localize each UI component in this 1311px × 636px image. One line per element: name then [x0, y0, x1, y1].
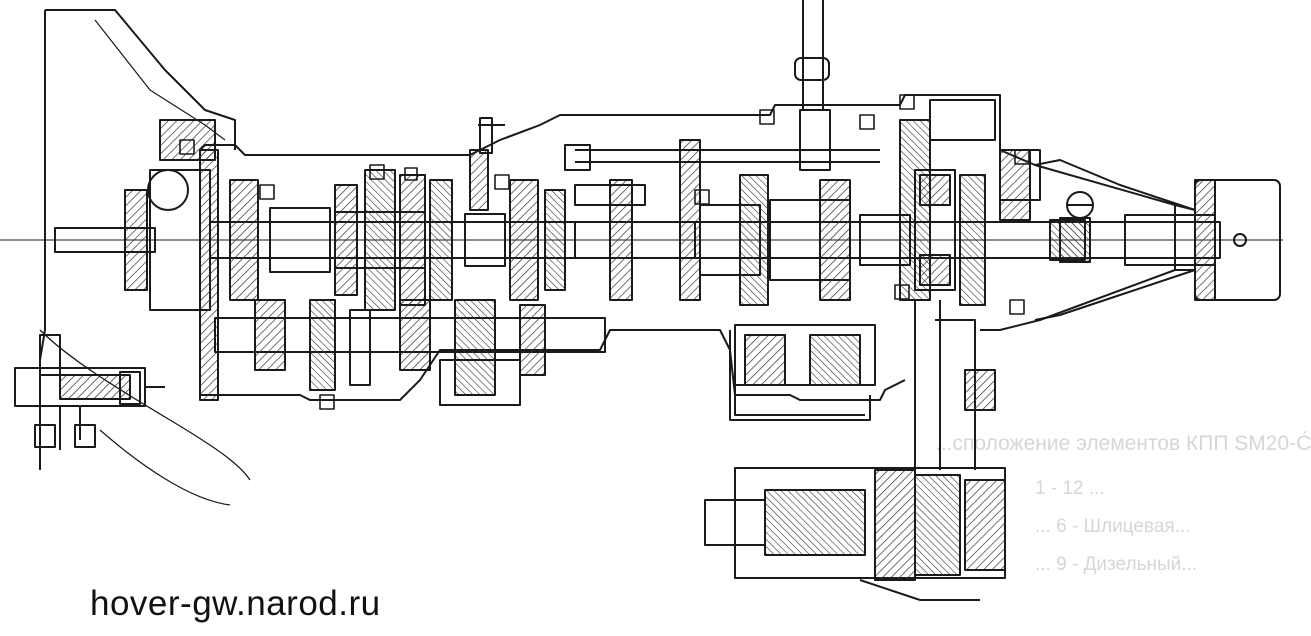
rear-bearings: [914, 99, 1041, 291]
ghost-line-2: ... 6 - Шлицевая...: [1035, 516, 1191, 537]
cross-section-svg: [0, 0, 1283, 601]
fasteners: [179, 94, 1030, 410]
countershaft: [214, 299, 606, 406]
main-shaft-gears: [229, 169, 986, 311]
ghost-line-3: ... 9 - Дизельный...: [1035, 554, 1198, 575]
front-output: [704, 300, 1006, 601]
shift-actuator: [14, 334, 165, 450]
tail-housing: [1034, 159, 1281, 321]
ghost-line-1: 1 - 12 ...: [1035, 478, 1105, 499]
transfer-case: [729, 324, 876, 421]
ghost-caption: ...сположение элементов КПП SM20-Ć: [935, 432, 1311, 455]
shift-lever: [478, 0, 880, 206]
site-watermark: hover-gw.narod.ru: [90, 584, 381, 623]
gearbox-section-drawing: ...сположение элементов КПП SM20-Ć 1 - …: [0, 0, 1311, 623]
bell-housing: [39, 9, 251, 506]
